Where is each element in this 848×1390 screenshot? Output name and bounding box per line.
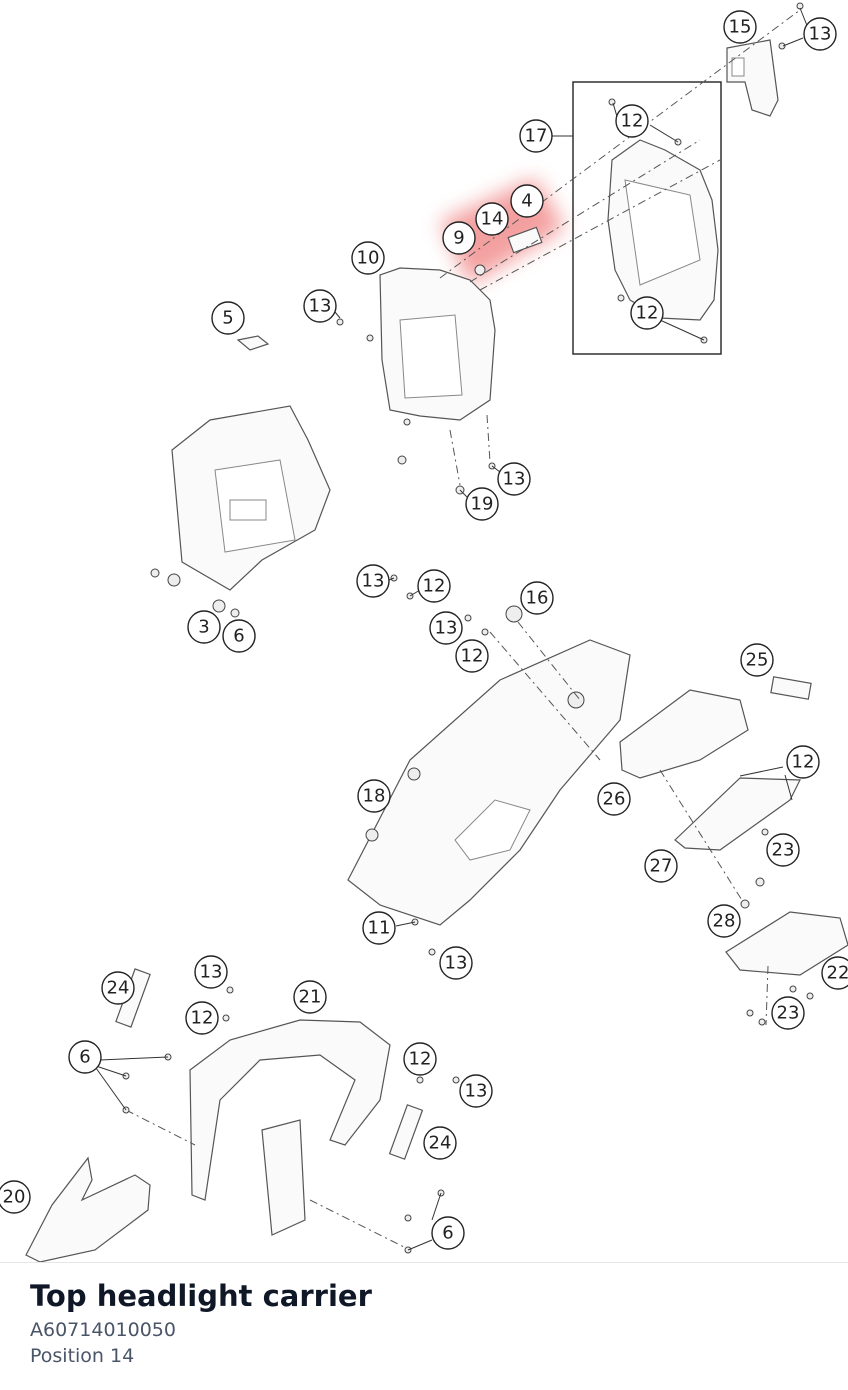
callout-12[interactable]: 12 — [455, 639, 489, 673]
callout-23[interactable]: 23 — [771, 996, 805, 1030]
svg-text:13: 13 — [809, 24, 832, 45]
callout-13[interactable]: 13 — [439, 946, 473, 980]
svg-text:15: 15 — [729, 17, 752, 38]
svg-text:10: 10 — [357, 248, 380, 269]
callout-5[interactable]: 5 — [211, 301, 245, 335]
callout-28[interactable]: 28 — [707, 904, 741, 938]
callout-23[interactable]: 23 — [766, 833, 800, 867]
callout-17[interactable]: 17 — [519, 119, 553, 153]
callout-15[interactable]: 15 — [723, 10, 757, 44]
svg-text:4: 4 — [521, 191, 532, 212]
callout-13[interactable]: 13 — [803, 17, 837, 51]
callout-20[interactable]: 20 — [0, 1180, 31, 1214]
part-title: Top headlight carrier — [30, 1279, 372, 1313]
svg-text:3: 3 — [198, 617, 209, 638]
hardware — [122, 2, 814, 1254]
svg-text:24: 24 — [107, 978, 130, 999]
svg-text:12: 12 — [636, 303, 659, 324]
callout-19[interactable]: 19 — [465, 487, 499, 521]
callout-24[interactable]: 24 — [423, 1126, 457, 1160]
svg-text:12: 12 — [461, 646, 484, 667]
svg-text:26: 26 — [603, 789, 626, 810]
svg-text:9: 9 — [453, 228, 464, 249]
svg-text:22: 22 — [827, 963, 848, 984]
svg-text:17: 17 — [525, 126, 548, 147]
callout-12[interactable]: 12 — [185, 1001, 219, 1035]
callout-6[interactable]: 6 — [222, 619, 256, 653]
callout-6[interactable]: 6 — [68, 1040, 102, 1074]
svg-text:20: 20 — [3, 1187, 26, 1208]
callout-6[interactable]: 6 — [431, 1216, 465, 1250]
part-position: Position 14 — [30, 1345, 135, 1367]
callout-14[interactable]: 14 — [475, 202, 509, 236]
callout-12[interactable]: 12 — [786, 745, 820, 779]
callout-13[interactable]: 13 — [459, 1074, 493, 1108]
svg-text:12: 12 — [191, 1008, 214, 1029]
callout-25[interactable]: 25 — [740, 643, 774, 677]
svg-text:19: 19 — [471, 494, 494, 515]
svg-text:12: 12 — [423, 576, 446, 597]
callout-24[interactable]: 24 — [101, 971, 135, 1005]
svg-text:13: 13 — [435, 618, 458, 639]
svg-text:12: 12 — [409, 1049, 432, 1070]
callout-13[interactable]: 13 — [194, 955, 228, 989]
svg-text:13: 13 — [465, 1081, 488, 1102]
callout-10[interactable]: 10 — [351, 241, 385, 275]
callout-12[interactable]: 12 — [417, 569, 451, 603]
part-illustrations — [25, 39, 848, 1262]
callout-12[interactable]: 12 — [403, 1042, 437, 1076]
svg-text:16: 16 — [526, 588, 549, 609]
svg-text:21: 21 — [299, 987, 322, 1008]
callout-21[interactable]: 21 — [293, 980, 327, 1014]
svg-text:11: 11 — [368, 918, 391, 939]
svg-text:13: 13 — [200, 962, 223, 983]
svg-text:18: 18 — [363, 786, 386, 807]
svg-text:6: 6 — [79, 1047, 90, 1068]
svg-text:13: 13 — [362, 571, 385, 592]
callout-13[interactable]: 13 — [429, 611, 463, 645]
svg-text:27: 27 — [650, 856, 673, 877]
callout-9[interactable]: 9 — [442, 221, 476, 255]
exploded-parts-diagram: 15 13 12 17 4 14 9 10 13 5 12 13 19 13 1… — [0, 2, 848, 1262]
svg-text:6: 6 — [233, 626, 244, 647]
part-info-panel: Top headlight carrier A60714010050 Posit… — [0, 1262, 848, 1390]
callout-4[interactable]: 4 — [510, 184, 544, 218]
svg-text:14: 14 — [481, 209, 504, 230]
callout-26[interactable]: 26 — [597, 782, 631, 816]
svg-text:25: 25 — [746, 650, 769, 671]
callout-11[interactable]: 11 — [362, 911, 396, 945]
callout-13[interactable]: 13 — [303, 289, 337, 323]
svg-text:12: 12 — [792, 752, 815, 773]
callout-13[interactable]: 13 — [356, 564, 390, 598]
callout-16[interactable]: 16 — [520, 581, 554, 615]
callout-12[interactable]: 12 — [615, 104, 649, 138]
svg-text:23: 23 — [772, 840, 795, 861]
svg-text:5: 5 — [222, 308, 233, 329]
callout-12[interactable]: 12 — [630, 296, 664, 330]
part-number: A60714010050 — [30, 1319, 176, 1341]
svg-text:28: 28 — [713, 911, 736, 932]
callout-13[interactable]: 13 — [497, 462, 531, 496]
callout-22[interactable]: 22 — [821, 956, 848, 990]
callout-3[interactable]: 3 — [187, 610, 221, 644]
svg-text:6: 6 — [442, 1223, 453, 1244]
svg-text:13: 13 — [445, 953, 468, 974]
svg-text:13: 13 — [503, 469, 526, 490]
callout-27[interactable]: 27 — [644, 849, 678, 883]
svg-text:13: 13 — [309, 296, 332, 317]
svg-text:23: 23 — [777, 1003, 800, 1024]
svg-text:12: 12 — [621, 111, 644, 132]
svg-text:24: 24 — [429, 1133, 452, 1154]
callout-18[interactable]: 18 — [357, 779, 391, 813]
